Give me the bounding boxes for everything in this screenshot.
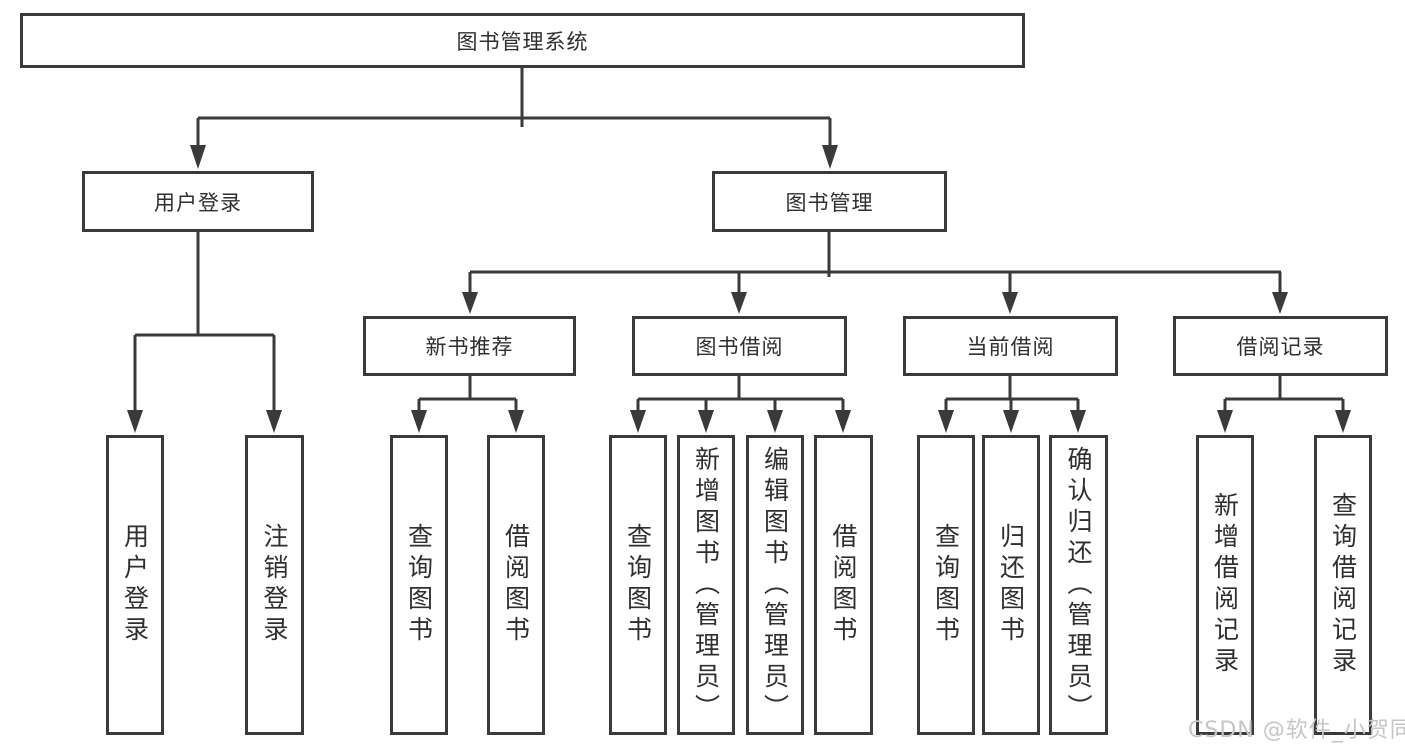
arrowhead — [411, 410, 427, 433]
leaf-confirm-return-admin: 确认归还（管理员） — [1049, 435, 1108, 735]
leaf-query-books-current: 查询图书 — [917, 435, 975, 735]
node-book-borrowing: 图书借阅 — [632, 316, 847, 376]
arrowhead — [190, 145, 206, 169]
arrowhead — [508, 410, 524, 433]
leaf-add-book-admin: 新增图书（管理员） — [677, 435, 735, 735]
leaf-query-books-borrow: 查询图书 — [609, 435, 667, 735]
watermark: CSDN @软件_小贺同学 — [1188, 718, 1405, 743]
arrowhead — [731, 292, 747, 314]
leaf-add-borrow-record: 新增借阅记录 — [1196, 435, 1254, 735]
arrowhead — [698, 410, 714, 433]
arrowhead — [835, 410, 851, 433]
node-current-borrowing: 当前借阅 — [903, 316, 1118, 376]
arrowhead — [462, 292, 478, 314]
node-user-login: 用户登录 — [82, 171, 314, 232]
leaf-borrow-books-borrow: 借阅图书 — [814, 435, 873, 735]
arrowhead — [822, 145, 838, 169]
arrowhead — [938, 410, 954, 433]
arrowhead — [767, 410, 783, 433]
arrowhead — [630, 410, 646, 433]
arrowhead — [1217, 410, 1233, 433]
arrowhead — [1272, 292, 1288, 314]
leaf-edit-book-admin: 编辑图书（管理员） — [746, 435, 804, 735]
node-new-book-recommendation: 新书推荐 — [363, 316, 576, 376]
arrowhead — [1335, 410, 1351, 433]
node-borrowing-records: 借阅记录 — [1173, 316, 1388, 376]
node-book-management: 图书管理 — [712, 171, 947, 232]
arrowhead — [1002, 292, 1018, 314]
leaf-borrow-books-recommend: 借阅图书 — [487, 435, 545, 735]
leaf-query-borrow-record: 查询借阅记录 — [1314, 435, 1372, 735]
leaf-user-login: 用户登录 — [106, 435, 164, 735]
leaf-return-books: 归还图书 — [982, 435, 1040, 735]
arrowhead — [127, 410, 143, 433]
node-library-management-system: 图书管理系统 — [20, 13, 1025, 68]
arrowhead — [266, 410, 282, 433]
arrowhead — [1003, 410, 1019, 433]
leaf-query-books-recommend: 查询图书 — [390, 435, 448, 735]
arrowhead — [1070, 410, 1086, 433]
leaf-logout: 注销登录 — [245, 435, 304, 735]
